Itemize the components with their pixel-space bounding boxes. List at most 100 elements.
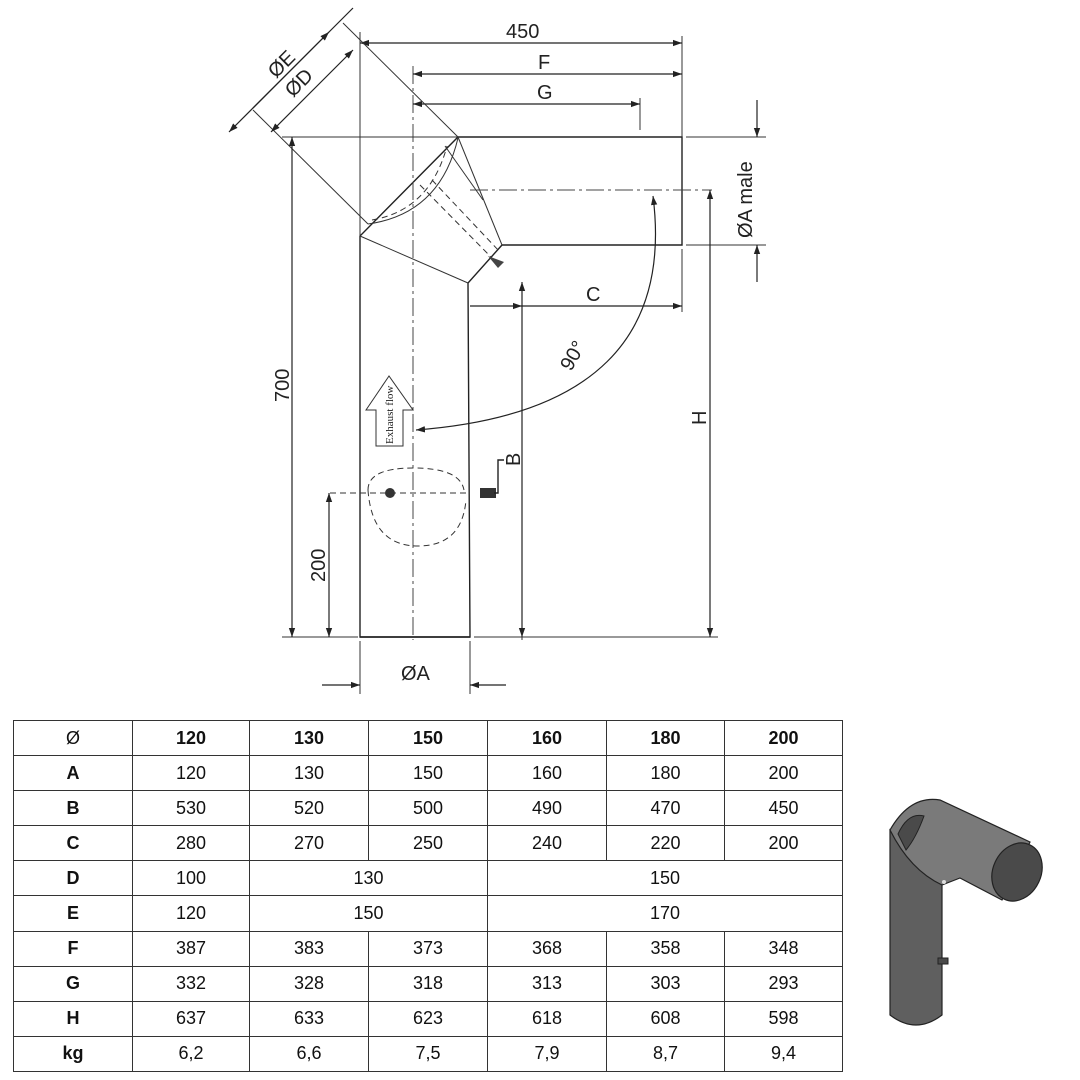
table-cell: 150 — [368, 754, 488, 792]
table-cell: 160 — [487, 754, 607, 792]
table-cell: 618 — [487, 1000, 607, 1037]
table-cell: 7,9 — [487, 1035, 607, 1073]
table-row-label: A — [13, 754, 133, 792]
table-cell: 387 — [132, 930, 250, 967]
angle-label: 90° — [556, 337, 590, 374]
table-cell: 240 — [487, 825, 607, 862]
table-cell: 120 — [132, 754, 250, 792]
dimension-f: F — [413, 52, 682, 78]
table-cell: 332 — [132, 965, 250, 1002]
table-cell: 200 — [724, 754, 843, 792]
table-cell: 637 — [132, 1000, 250, 1037]
dim-g-label: G — [537, 82, 553, 104]
table-cell: 303 — [606, 965, 725, 1002]
dimension-overall-width: 450 — [359, 21, 683, 236]
table-cell: 373 — [368, 930, 488, 967]
dimension-e-d: ØE ØD — [228, 7, 459, 225]
technical-drawing: Exhaust flow 450 F G ØE ØD ØA male — [228, 7, 766, 694]
dim-200-label: 200 — [308, 549, 330, 582]
table-cell: 450 — [724, 790, 843, 827]
table-cell: 318 — [368, 965, 488, 1002]
table-cell: 500 — [368, 790, 488, 827]
table-cell: 150 — [249, 895, 488, 932]
table-cell: 180 — [606, 754, 725, 792]
dimension-h: H — [474, 190, 718, 638]
table-cell: 200 — [724, 825, 843, 862]
table-cell: 633 — [249, 1000, 369, 1037]
damper-outline — [330, 459, 504, 547]
table-cell: 8,7 — [606, 1035, 725, 1073]
dimension-g: G — [413, 82, 641, 130]
table-cell: 598 — [724, 1000, 843, 1037]
dim-450-label: 450 — [506, 21, 539, 43]
table-cell: 170 — [487, 895, 843, 932]
table-header-cell: 180 — [606, 720, 725, 756]
table-row-label: G — [13, 965, 133, 1002]
table-cell: 6,6 — [249, 1035, 369, 1073]
dim-b-label: B — [503, 453, 525, 466]
table-cell: 368 — [487, 930, 607, 967]
table-header-cell: 120 — [132, 720, 250, 756]
dim-a-label: ØA — [401, 663, 431, 685]
table-header-diameter-symbol: Ø — [13, 720, 133, 756]
table-cell: 130 — [249, 860, 488, 897]
table-row-label: E — [13, 895, 133, 932]
table-cell: 530 — [132, 790, 250, 827]
table-header-cell: 160 — [487, 720, 607, 756]
dim-700-label: 700 — [272, 369, 294, 402]
table-cell: 220 — [606, 825, 725, 862]
table-row-label: B — [13, 790, 133, 827]
dimension-200: 200 — [308, 493, 333, 637]
dim-c-label: C — [586, 284, 600, 306]
table-cell: 608 — [606, 1000, 725, 1037]
table-cell: 293 — [724, 965, 843, 1002]
table-cell: 623 — [368, 1000, 488, 1037]
table-row-label: H — [13, 1000, 133, 1037]
table-cell: 383 — [249, 930, 369, 967]
pipe-outline — [359, 136, 683, 638]
table-cell: 328 — [249, 965, 369, 1002]
dim-h-label: H — [689, 411, 711, 425]
dimension-a-male: ØA male — [686, 100, 766, 282]
table-row-label: D — [13, 860, 133, 897]
table-cell: 470 — [606, 790, 725, 827]
table-cell: 358 — [606, 930, 725, 967]
table-cell: 270 — [249, 825, 369, 862]
table-cell: 250 — [368, 825, 488, 862]
dimension-b: B — [503, 282, 526, 637]
dim-a-male-label: ØA male — [735, 161, 757, 238]
product-render — [889, 798, 1043, 1026]
table-cell: 490 — [487, 790, 607, 827]
table-cell: 100 — [132, 860, 250, 897]
dimension-c: C — [470, 249, 683, 640]
exhaust-flow-arrow: Exhaust flow — [365, 375, 414, 447]
table-cell: 6,2 — [132, 1035, 250, 1073]
table-row-label: F — [13, 930, 133, 967]
table-cell: 150 — [487, 860, 843, 897]
dim-f-label: F — [538, 52, 550, 74]
table-row-label: kg — [13, 1035, 133, 1073]
table-row-label: C — [13, 825, 133, 862]
table-header-cell: 150 — [368, 720, 488, 756]
table-cell: 7,5 — [368, 1035, 488, 1073]
dimension-700: 700 — [272, 136, 458, 638]
table-cell: 520 — [249, 790, 369, 827]
table-header-cell: 200 — [724, 720, 843, 756]
table-cell: 120 — [132, 895, 250, 932]
dimension-a: ØA — [322, 641, 506, 694]
table-cell: 280 — [132, 825, 250, 862]
table-cell: 130 — [249, 754, 369, 792]
center-lines — [412, 66, 712, 640]
exhaust-flow-label: Exhaust flow — [384, 386, 396, 444]
table-cell: 313 — [487, 965, 607, 1002]
